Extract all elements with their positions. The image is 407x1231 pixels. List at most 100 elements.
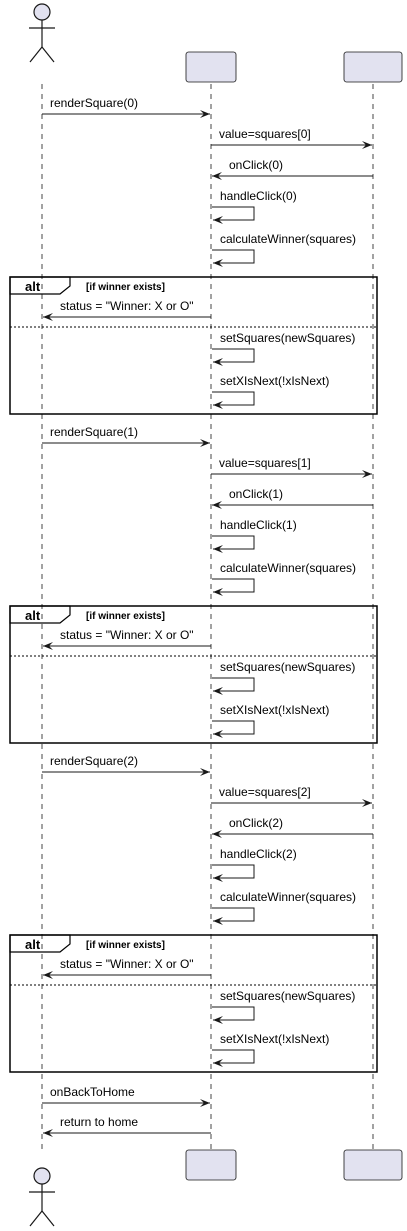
arrow-head-icon	[43, 971, 53, 979]
message	[212, 1049, 255, 1064]
message-label: setSquares(newSquares)	[220, 660, 355, 674]
arrow-head-icon	[213, 216, 223, 224]
arrow-head-icon	[213, 401, 223, 409]
arrow-head-icon	[43, 642, 53, 650]
actor-leg-right	[41, 46, 55, 63]
actor-head-icon	[33, 3, 51, 21]
message-label: setXIsNext(!xIsNext)	[220, 703, 329, 717]
actor-leg-right	[41, 1210, 55, 1227]
arrow-head-icon	[212, 172, 222, 180]
fragment-frame	[9, 934, 378, 1073]
fragment-operator: alt	[25, 279, 41, 294]
arrow-head-icon	[213, 588, 223, 596]
message	[212, 907, 255, 922]
message-label: onClick(2)	[229, 816, 283, 830]
arrow-head-icon	[213, 687, 223, 695]
fragment-guard: [if winner exists]	[86, 940, 165, 951]
fragment-operator: alt	[25, 937, 41, 952]
arrow-head-icon	[200, 439, 210, 447]
self-message-line	[212, 720, 255, 735]
message	[212, 677, 255, 692]
self-message-line	[212, 677, 255, 692]
participant-box	[343, 51, 403, 83]
self-message-line	[212, 348, 255, 363]
arrow-head-icon	[213, 1016, 223, 1024]
message-label: handleClick(2)	[220, 847, 297, 861]
fragment-guard: [if winner exists]	[86, 282, 165, 293]
message-label: setSquares(newSquares)	[220, 989, 355, 1003]
fragment-frame	[9, 276, 378, 415]
message	[212, 578, 255, 593]
arrow-head-icon	[362, 470, 372, 478]
arrow-head-icon	[43, 1129, 53, 1137]
arrow-head-icon	[213, 259, 223, 267]
self-message-line	[212, 391, 255, 406]
message-label: calculateWinner(squares)	[220, 232, 356, 246]
message-label: handleClick(0)	[220, 189, 297, 203]
message-label: renderSquare(0)	[50, 96, 138, 110]
message	[212, 348, 255, 363]
message-label: status = "Winner: X or O"	[60, 957, 194, 971]
self-message-line	[212, 907, 255, 922]
actor-leg-left	[29, 46, 43, 63]
message-label: value=squares[0]	[219, 127, 311, 141]
message-label: return to home	[60, 1115, 138, 1129]
arrow-head-icon	[362, 799, 372, 807]
arrow-head-icon	[213, 874, 223, 882]
arrow-head-icon	[213, 730, 223, 738]
message-label: handleClick(1)	[220, 518, 297, 532]
participant-box	[185, 51, 237, 83]
arrow-head-icon	[200, 768, 210, 776]
self-message-line	[212, 1006, 255, 1021]
arrow-head-icon	[43, 313, 53, 321]
participant-box	[343, 1149, 403, 1181]
fragment-tab	[9, 276, 71, 295]
message	[212, 720, 255, 735]
self-message-line	[212, 206, 255, 221]
arrow-head-icon	[212, 501, 222, 509]
actor-top	[29, 3, 55, 63]
message	[212, 864, 255, 879]
arrow-head-icon	[200, 110, 210, 118]
message	[212, 391, 255, 406]
message-label: onBackToHome	[50, 1085, 135, 1099]
message-label: calculateWinner(squares)	[220, 890, 356, 904]
message-label: setXIsNext(!xIsNext)	[220, 374, 329, 388]
self-message-line	[212, 864, 255, 879]
self-message-line	[212, 535, 255, 550]
actor-bottom	[29, 1167, 55, 1227]
message-label: value=squares[2]	[219, 785, 311, 799]
self-message-line	[212, 249, 255, 264]
message-label: status = "Winner: X or O"	[60, 628, 194, 642]
participant-board-top	[185, 51, 237, 83]
alt-fragment	[9, 605, 378, 744]
message-label: setXIsNext(!xIsNext)	[220, 1032, 329, 1046]
fragment-tab	[9, 605, 71, 624]
message-label: setSquares(newSquares)	[220, 331, 355, 345]
self-message-line	[212, 578, 255, 593]
alt-fragment	[9, 934, 378, 1073]
arrow-head-icon	[213, 545, 223, 553]
arrow-head-icon	[213, 358, 223, 366]
participant-square-top	[343, 51, 403, 83]
alt-fragment	[9, 276, 378, 415]
message-label: value=squares[1]	[219, 456, 311, 470]
message-label: renderSquare(2)	[50, 754, 138, 768]
message	[212, 206, 255, 221]
participant-board-bottom	[185, 1149, 237, 1181]
message-label: onClick(0)	[229, 158, 283, 172]
message	[212, 249, 255, 264]
message-label: calculateWinner(squares)	[220, 561, 356, 575]
arrow-head-icon	[213, 1059, 223, 1067]
participant-box	[185, 1149, 237, 1181]
message	[212, 535, 255, 550]
message-label: onClick(1)	[229, 487, 283, 501]
arrow-head-icon	[213, 917, 223, 925]
message-label: renderSquare(1)	[50, 425, 138, 439]
actor-leg-left	[29, 1210, 43, 1227]
actor-head-icon	[33, 1167, 51, 1185]
arrow-head-icon	[212, 830, 222, 838]
arrow-head-icon	[362, 141, 372, 149]
fragment-frame	[9, 605, 378, 744]
arrow-head-icon	[200, 1099, 210, 1107]
